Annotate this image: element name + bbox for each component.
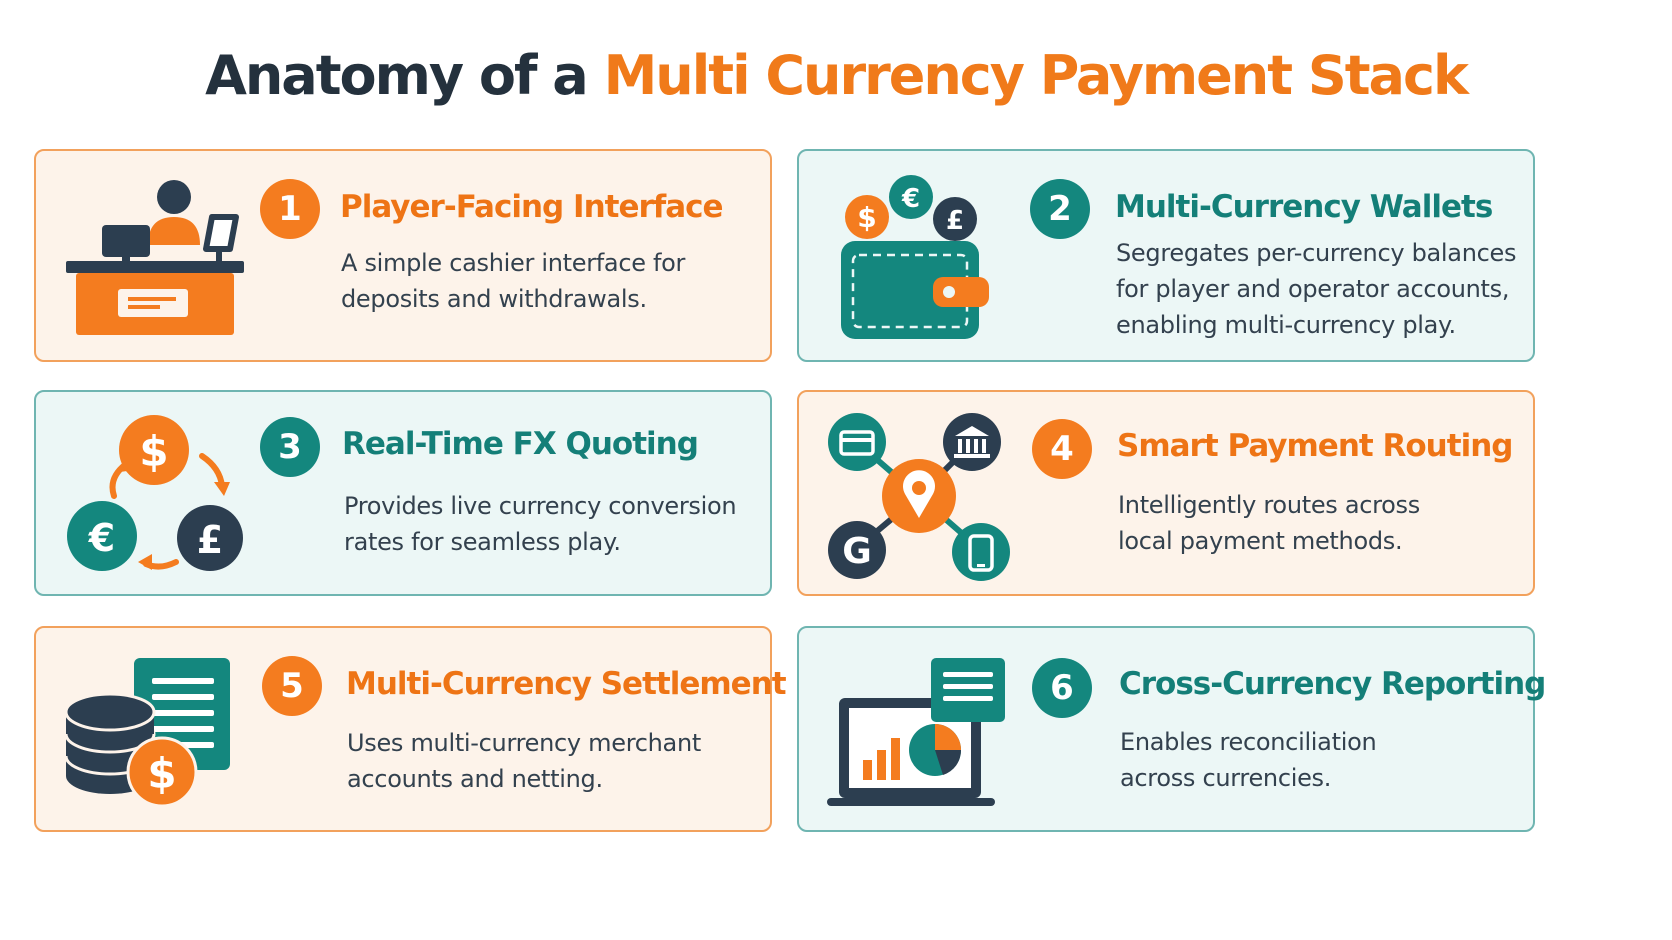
step-number-badge: 6 <box>1032 658 1092 718</box>
card-title: Real-Time FX Quoting <box>342 426 699 462</box>
title-highlight: Multi Currency Payment Stack <box>603 44 1469 107</box>
dollar-icon: $ <box>139 427 168 476</box>
card-description: Enables reconciliation across currencies… <box>1120 728 1377 792</box>
card-description: A simple cashier interface for deposits … <box>341 249 686 313</box>
card-description: Segregates per-currency balances for pla… <box>1116 239 1517 339</box>
pound-icon: £ <box>946 206 964 236</box>
payment-routing-icon: G <box>827 412 1012 586</box>
card-title: Multi-Currency Wallets <box>1115 189 1493 225</box>
currency-exchange-icon: $ € £ <box>64 412 249 586</box>
card-cross-currency-reporting: 6 Cross-Currency Reporting Enables recon… <box>797 626 1546 832</box>
card-multi-currency-wallets: $ € £ 2 Multi-Currency Wallets Segregate… <box>797 149 1535 362</box>
card-description: Uses multi-currency merchant accounts an… <box>347 729 701 793</box>
card-title: Multi-Currency Settlement <box>346 666 787 702</box>
step-number-badge: 2 <box>1030 179 1090 239</box>
card-title: Smart Payment Routing <box>1117 428 1513 464</box>
card-multi-currency-settlement: $ 5 Multi-Currency Settlement Uses multi… <box>34 626 787 832</box>
title-prefix: Anatomy of a <box>205 44 589 107</box>
bank-icon <box>943 413 1001 471</box>
card-title: Cross-Currency Reporting <box>1119 666 1546 702</box>
cashier-desk-icon <box>62 177 247 341</box>
euro-icon: € <box>88 516 115 560</box>
card-player-facing-interface: 1 Player-Facing Interface A simple cashi… <box>34 149 772 362</box>
reporting-icon <box>825 654 1010 818</box>
card-smart-payment-routing: G 4 Smart Payment Routing Intelligently … <box>797 390 1535 596</box>
step-number-badge: 4 <box>1032 419 1092 479</box>
card-description: Provides live currency conversion rates … <box>344 492 737 556</box>
mobile-phone-icon <box>952 523 1010 581</box>
card-description: Intelligently routes across local paymen… <box>1118 491 1420 555</box>
gateway-icon: G <box>842 531 872 572</box>
page-title: Anatomy of a Multi Currency Payment Stac… <box>0 44 1672 107</box>
pound-icon: £ <box>197 518 223 562</box>
card-title: Player-Facing Interface <box>340 189 724 225</box>
dollar-icon: $ <box>147 749 176 798</box>
step-number-badge: 5 <box>262 656 322 716</box>
dollar-icon: $ <box>857 201 876 234</box>
step-number-badge: 1 <box>260 179 320 239</box>
settlement-icon: $ <box>62 652 237 816</box>
euro-icon: € <box>901 184 920 214</box>
card-real-time-fx-quoting: $ € £ 3 Real-Time FX Quoting Provides li… <box>34 390 772 596</box>
wallet-icon: $ € £ <box>837 171 997 347</box>
step-number-badge: 3 <box>260 417 320 477</box>
